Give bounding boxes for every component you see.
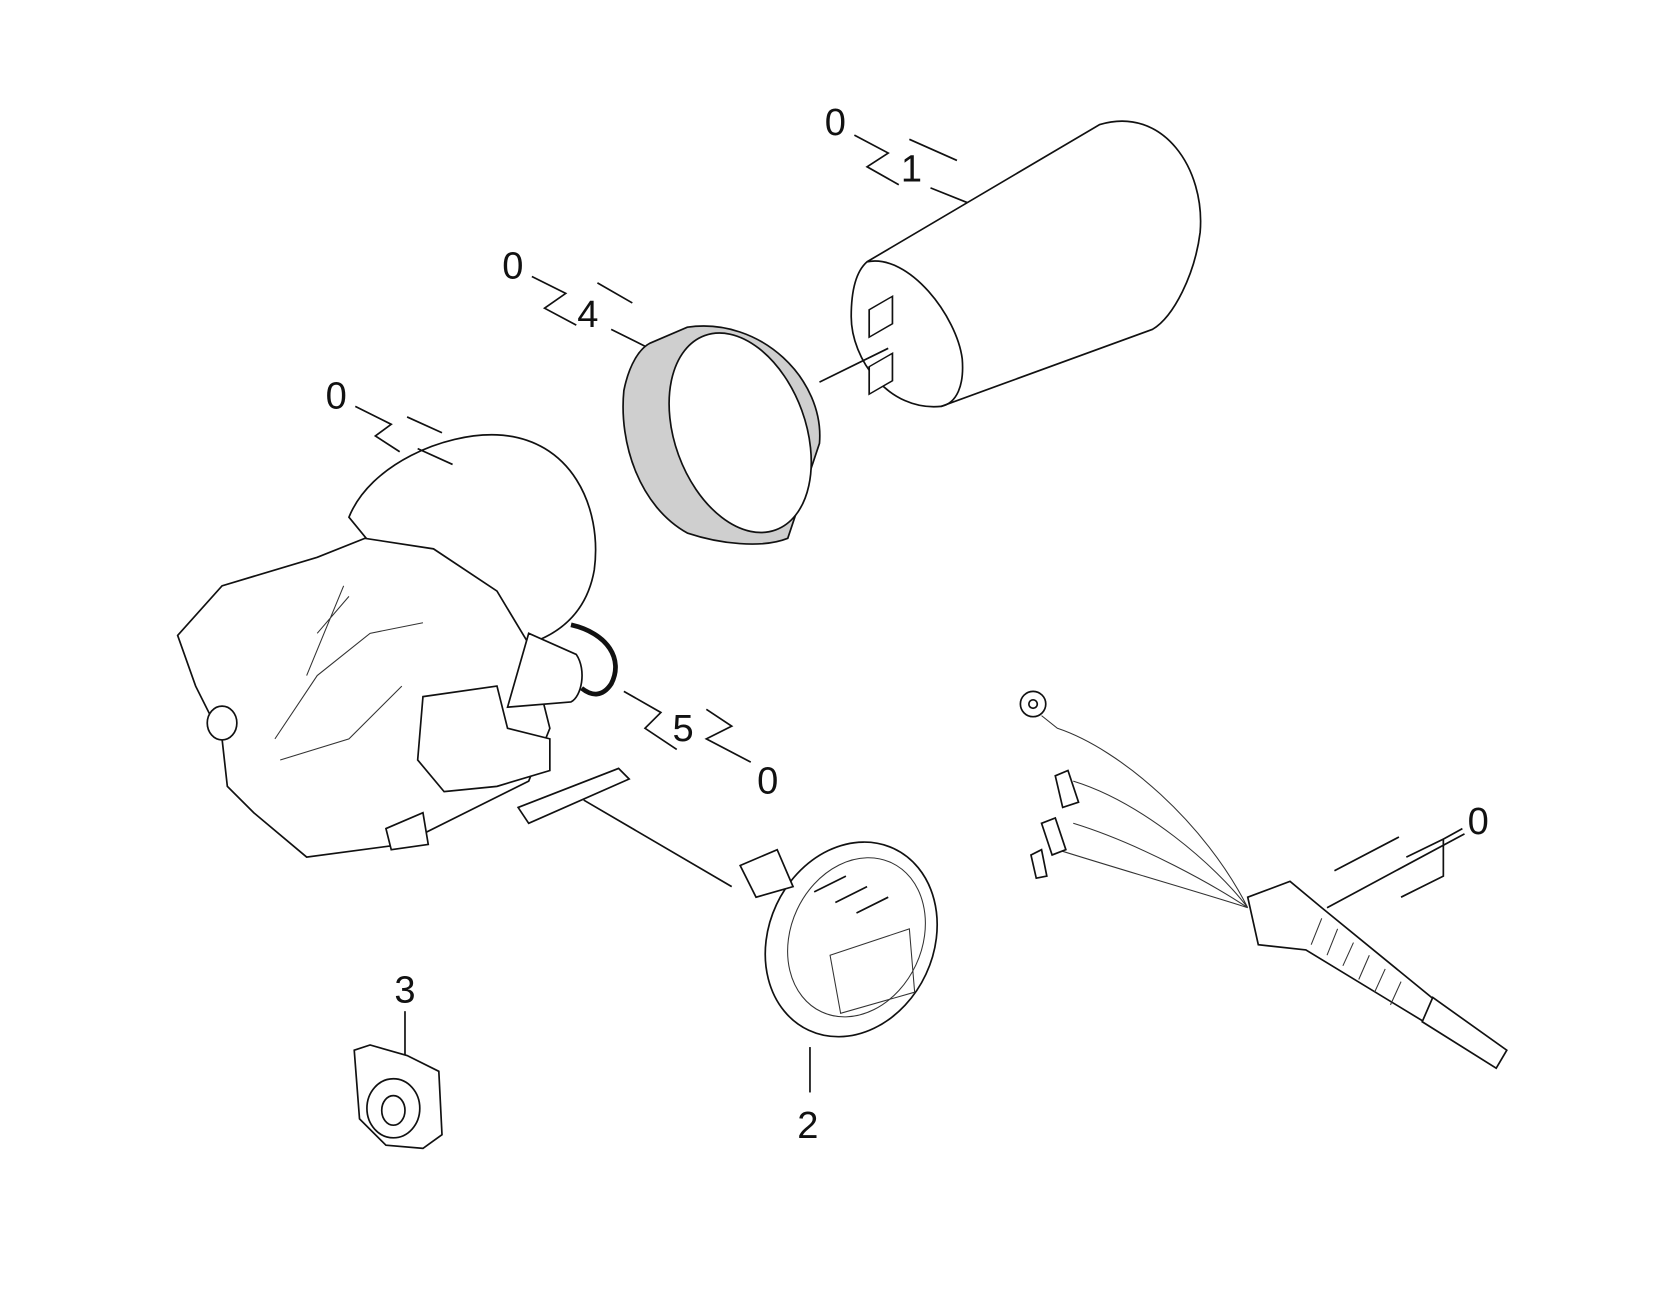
callout-switch-item: 2 <box>797 1105 818 1147</box>
callout-motor-group: 0 <box>326 376 347 418</box>
callout-hose-group: 0 <box>757 761 778 803</box>
callout-clip-item: 3 <box>394 970 415 1012</box>
motor-assembly-part <box>176 434 733 888</box>
callout-hose-item: 5 <box>672 708 693 750</box>
callout-capacitor-group: 0 <box>825 102 846 144</box>
power-cable-part <box>1019 690 1508 1070</box>
clip-part <box>353 1011 443 1150</box>
switch-part <box>739 841 939 1093</box>
capacitor-part <box>819 120 1202 408</box>
callout-sleeve-group: 0 <box>502 246 523 288</box>
callout-leaders <box>354 134 1463 898</box>
callout-sleeve-item: 4 <box>577 294 598 336</box>
sleeve-part <box>622 325 821 545</box>
callout-cable-group: 0 <box>1468 801 1489 843</box>
callout-capacitor-item: 1 <box>901 149 922 191</box>
